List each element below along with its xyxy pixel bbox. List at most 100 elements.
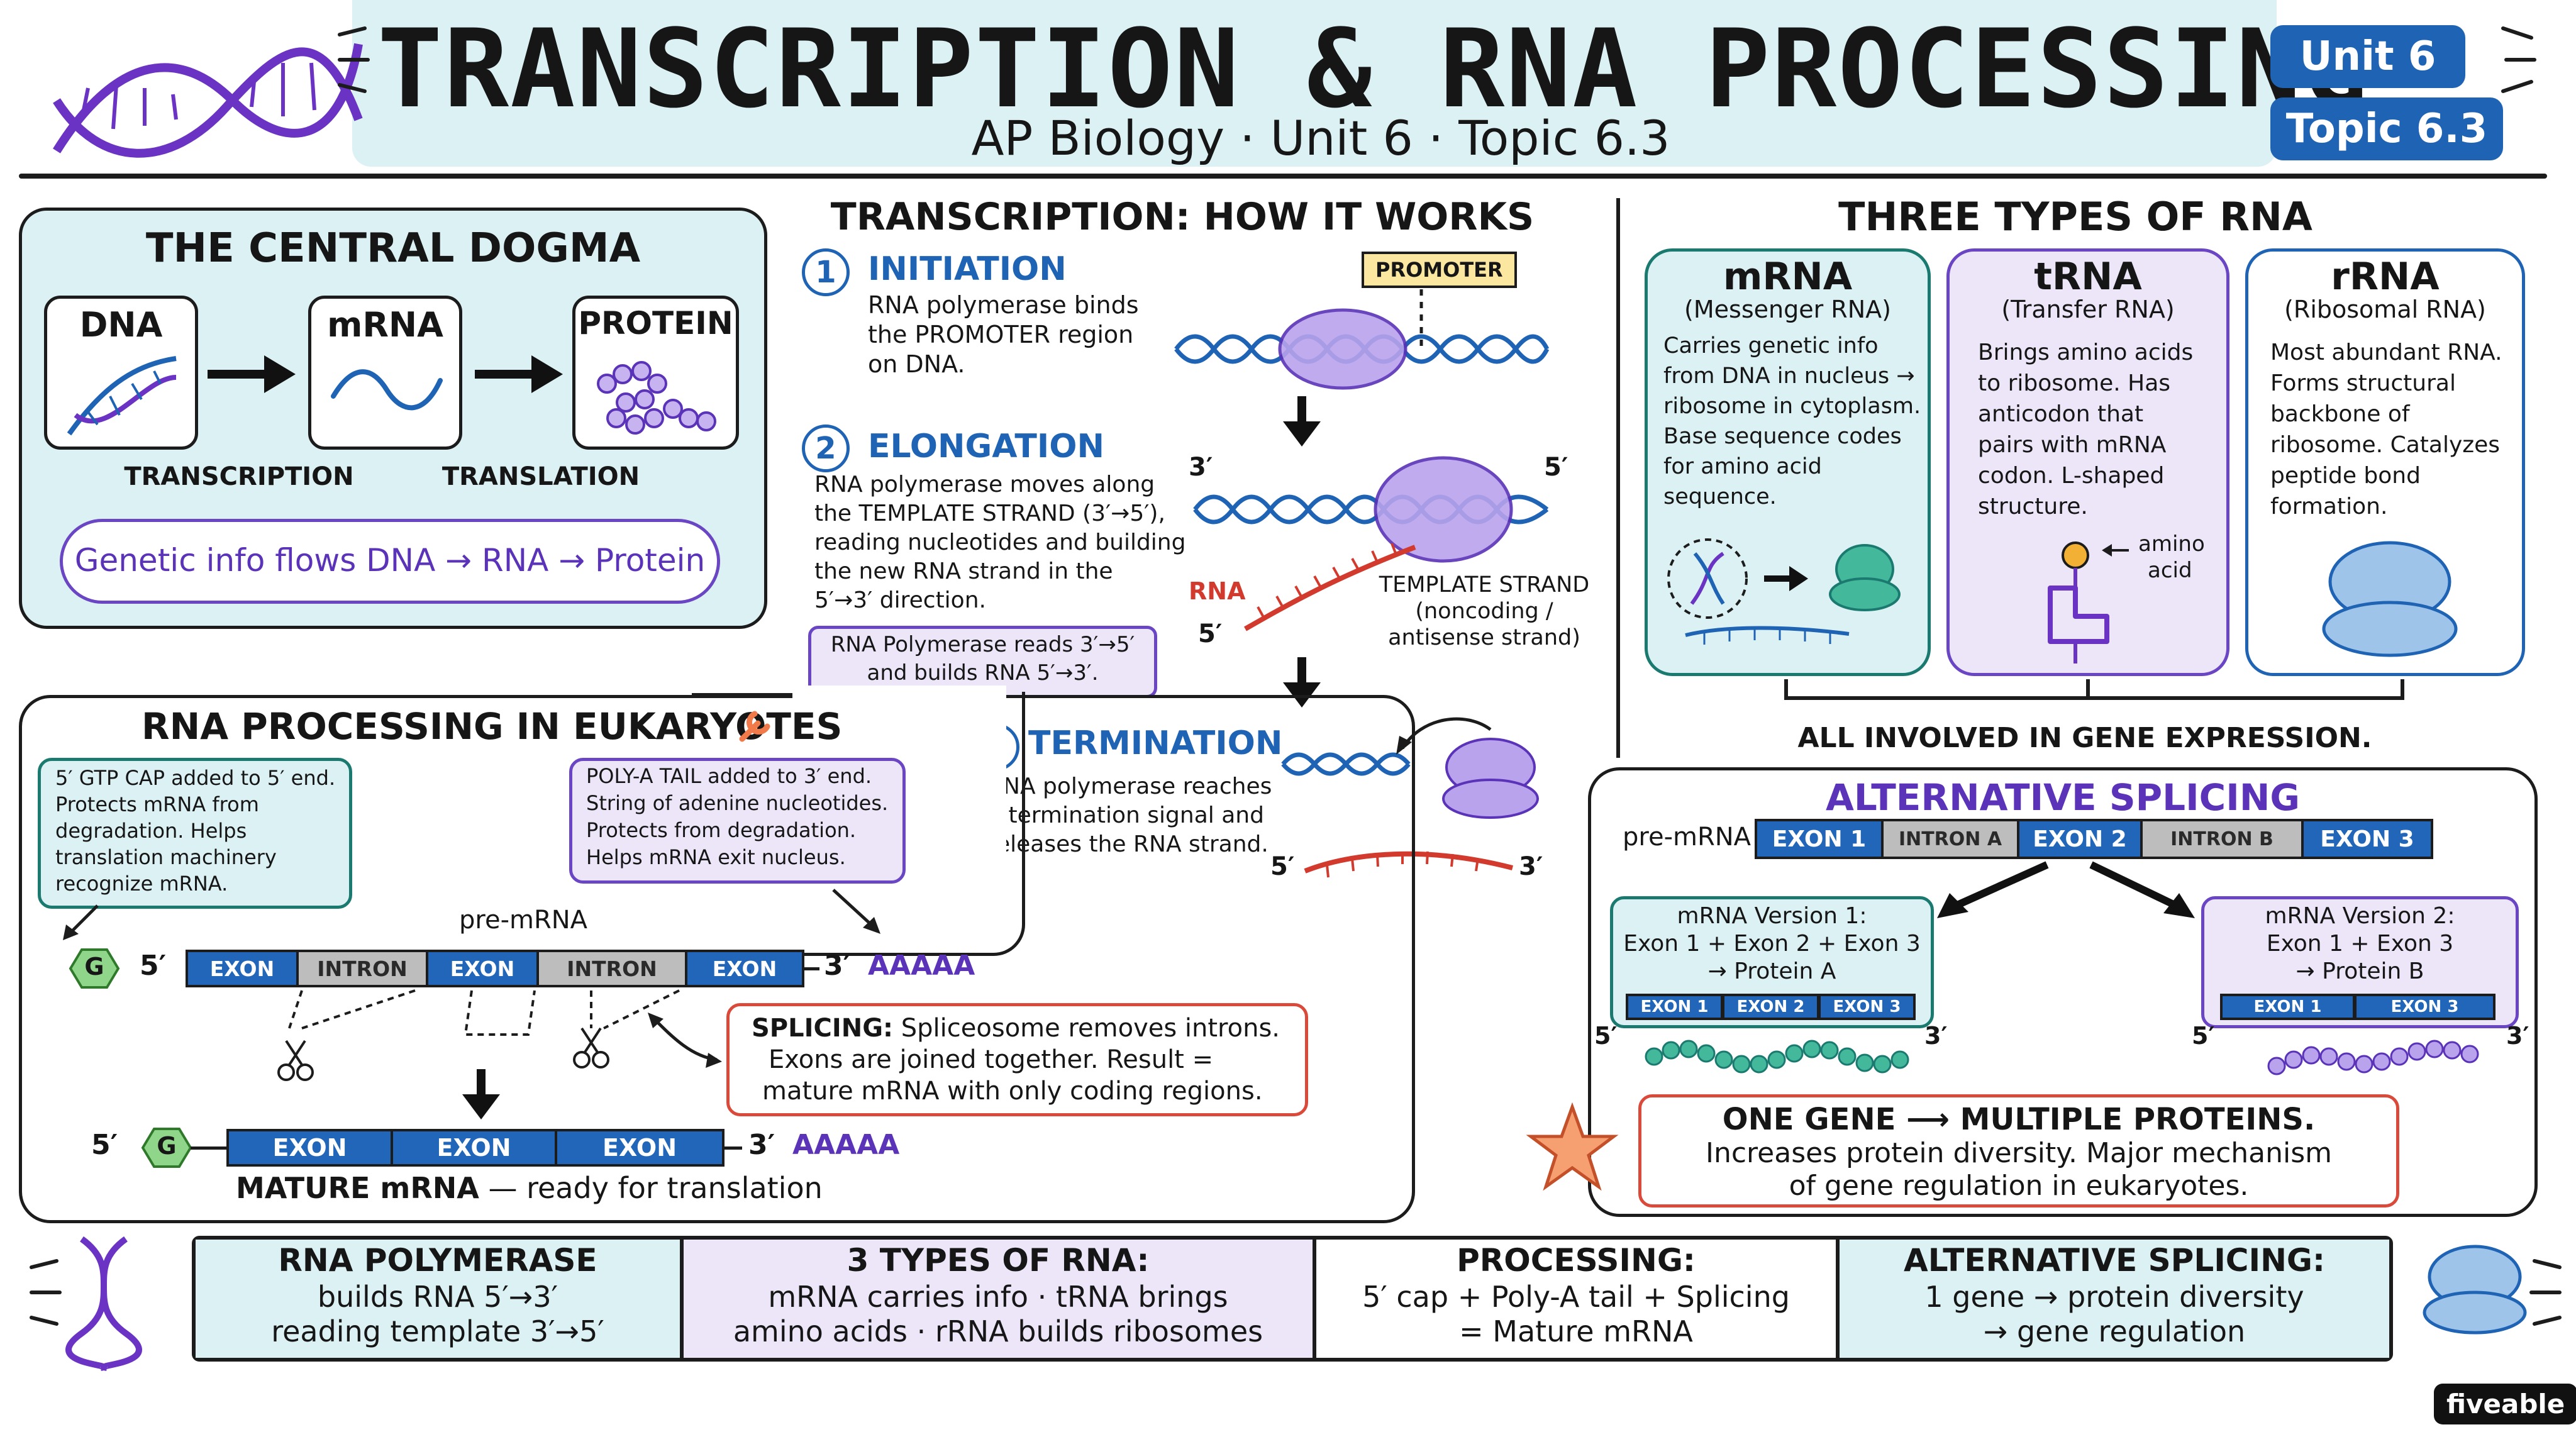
rna-processing-panel [19,695,1415,1223]
step1-line3: on DNA. [868,350,965,378]
mature-cap-icon [141,1128,192,1168]
footer-c4-line2: → gene regulation [1983,1314,2246,1348]
topic-badge: Topic 6.3 [2270,97,2503,160]
alt-v1-exon1: EXON 1 [1626,994,1723,1020]
trna-desc-4: pairs with mRNA [1978,432,2167,458]
template-strand-line2: (noncoding / [1415,599,1553,624]
mrna-desc-1: Carries genetic info [1663,333,1879,358]
premrna-intron-1: INTRON [296,950,428,987]
polya-info-4: Helps mRNA exit nucleus. [586,845,846,869]
alt-v2-exon3: EXON 3 [2354,994,2496,1020]
mature-exon-3: EXON [555,1129,724,1167]
cap-info-2: Protects mRNA from [55,792,259,816]
step1-line1: RNA polymerase binds [868,291,1139,319]
released-polymerase-icon [1396,717,1539,819]
mrna-desc-2: from DNA in nucleus → [1663,364,1915,389]
trna-desc-1: Brings amino acids [1978,340,2194,365]
rna-processing-title: RNA PROCESSING IN EUKARYOTES [142,705,843,748]
alt-v1-line1: mRNA Version 1: [1677,903,1867,929]
mature-caption-bold: MATURE mRNA [236,1171,479,1205]
mrna-wave-icon [331,369,443,411]
alt-v1-line2: Exon 1 + Exon 2 + Exon 3 [1623,931,1921,957]
step1-line2: the PROMOTER region [868,321,1134,348]
fiveable-logo: fiveable [2434,1384,2576,1424]
elongation-3prime-label: 3′ [1189,453,1213,482]
rna-types-title: THREE TYPES OF RNA [1838,194,2312,240]
step3-line2: a termination signal and [987,802,1264,828]
rna-label: RNA [1189,577,1246,605]
step3-line1: RNA polymerase reaches [987,774,1272,799]
cap-info-5: recognize mRNA. [55,872,228,896]
step2-line3: reading nucleotides and building [814,530,1186,555]
footer-c1-title: RNA POLYMERASE [278,1242,597,1279]
alt-exon-2: EXON 2 [2017,819,2143,859]
trna-card [1946,248,2229,676]
alt-premrna-label: pre-mRNA [1623,823,1752,852]
sparkle-lines-right-icon [2501,26,2536,93]
elongation-5prime-label: 5′ [1544,453,1568,482]
mature-exon-1: EXON [226,1129,393,1167]
rna-types-bracket [1784,679,2404,700]
alt-splicing-title: ALTERNATIVE SPLICING [1826,776,2300,819]
wrench-icon [739,711,770,742]
footer-c2-line1: mRNA carries info · tRNA brings [768,1280,1228,1314]
splicing-title: SPLICING: [752,1014,894,1043]
premrna-polya: AAAAA [868,950,975,982]
promoter-pointer-line [1419,289,1423,346]
trna-card-subtitle: (Transfer RNA) [2001,296,2175,323]
footer-cell-1-bg [196,1240,680,1358]
alt-v2-5prime: 5′ [2192,1022,2215,1050]
rrna-desc-5: peptide bond [2270,463,2421,489]
alt-v1-exon2: EXON 2 [1722,994,1819,1020]
processing-arrow-down-icon [462,1069,500,1119]
section-divider-vertical [1616,198,1620,758]
mature-tail-line [723,1146,742,1150]
mature-caption-rest: — ready for translation [488,1171,823,1205]
rna-polymerase-elongation-icon [1374,456,1513,563]
alt-intron-a: INTRON A [1881,819,2019,859]
trna-desc-5: codon. L-shaped [1978,463,2165,489]
footer-divider-1 [680,1238,684,1360]
mrna-desc-3: ribosome in cytoplasm. [1663,394,1921,419]
premrna-tail-line [804,967,819,970]
trna-desc-3: anticodon that [1978,401,2144,427]
termination-dna-icon [1281,752,1411,776]
splicing-info-3: mature mRNA with only coding regions. [762,1077,1263,1106]
step1-number: 1 [802,248,850,296]
rrna-card-title: rRNA [2331,255,2440,299]
trna-desc-2: to ribosome. Has [1978,370,2171,396]
unit-badge: Unit 6 [2270,25,2465,88]
alt-intron-b: INTRON B [2140,819,2304,859]
splicing-pointer-arrow [648,1013,722,1068]
dna-helix-icon [53,43,363,158]
page-title: TRANSCRIPTION & RNA PROCESSING [377,6,2369,132]
splicing-info-box [726,1003,1308,1116]
alt-splicing-panel [1588,767,2538,1217]
footer-c3-title: PROCESSING: [1457,1242,1696,1279]
mature-caption: MATURE mRNA — ready for translation [236,1171,823,1205]
released-rna-5prime: 5′ [1270,852,1295,881]
footer-cell-2-bg [684,1240,1313,1358]
footer-sparkle-right-icon [2529,1259,2562,1326]
premrna-intron-2: INTRON [536,950,687,987]
trna-card-title: tRNA [2034,255,2142,299]
rrna-desc-3: backbone of [2270,401,2410,427]
step3-title: TERMINATION [1028,724,1283,762]
footer-c1-line2: reading template 3′→5′ [271,1314,604,1348]
polya-info-3: Protects from degradation. [586,818,857,842]
new-rna-strand-icon [1244,543,1416,631]
step2-line2: the TEMPLATE STRAND (3′→5′), [814,501,1165,526]
footer-c4-title: ALTERNATIVE SPLICING: [1904,1242,2325,1279]
dogma-mrna-box [308,296,462,450]
mrna-card-title: mRNA [1723,255,1853,299]
trna-l-shape-icon [2048,541,2129,663]
alt-summary-box [1638,1094,2399,1208]
rrna-desc-6: formation. [2270,494,2388,519]
header-divider [19,174,2547,179]
footer-c3-line1: 5′ cap + Poly-A tail + Splicing [1362,1280,1790,1314]
rrna-desc-4: ribosome. Catalyzes [2270,432,2501,458]
arrow-right-icon [208,355,296,393]
step3-line3: releases the RNA strand. [987,831,1269,857]
footer-c4-line1: 1 gene → protein diversity [1924,1280,2304,1314]
dogma-dna-box [44,296,198,450]
